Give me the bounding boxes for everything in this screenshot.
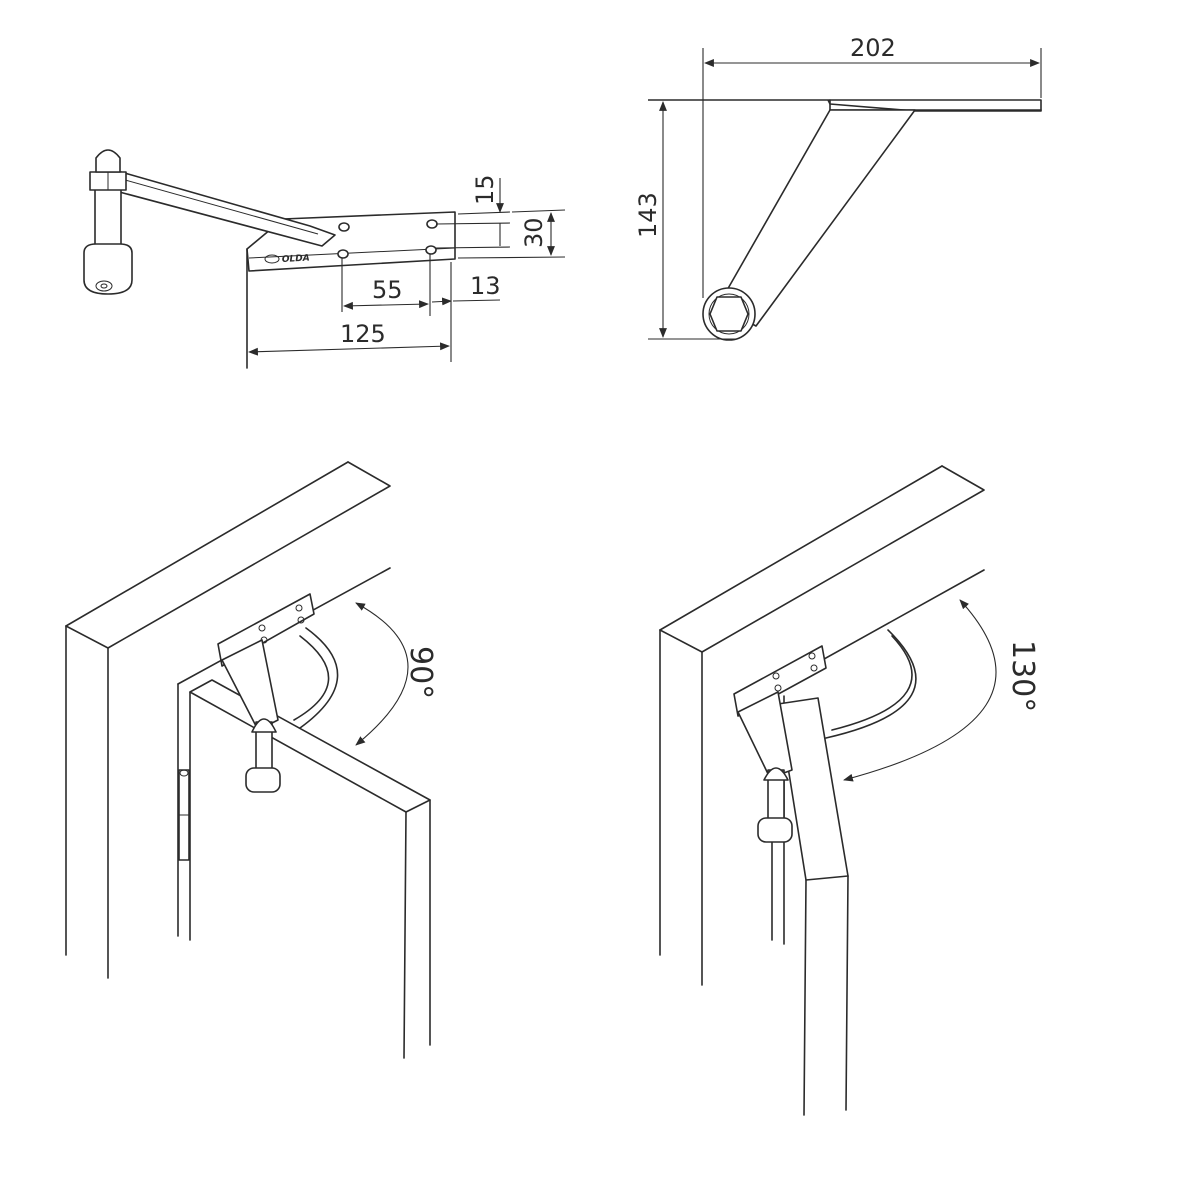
dim-edge-offset: 13 [470, 272, 501, 300]
angle-arc-130 [843, 599, 997, 782]
side-arm [717, 109, 916, 327]
dim-hole-top-offset: 15 [471, 174, 499, 205]
door-130-view: 130° [659, 465, 1040, 1116]
dim-bracket-width: 125 [340, 320, 386, 348]
frame-plate-130 [733, 645, 827, 717]
mounting-hole [425, 245, 437, 255]
buffer-90 [245, 767, 281, 793]
buffer-130 [757, 817, 793, 843]
dim-arm-length: 202 [850, 34, 896, 62]
dim-arm-drop: 143 [634, 192, 662, 238]
angle-arc-90 [355, 602, 409, 746]
door-90-view: 90° [65, 461, 438, 1059]
side-dimensions: 202 143 [634, 34, 1042, 338]
arm-130 [737, 691, 793, 779]
open-door-leaf [777, 697, 849, 881]
frame-plate [217, 593, 315, 667]
mounting-hole [337, 249, 349, 259]
stop-bolt [94, 185, 122, 247]
plate-dimensions: 125 55 13 15 30 [248, 174, 566, 362]
angle-label-130: 130° [1005, 640, 1040, 712]
mounting-hole [426, 219, 438, 229]
dim-bracket-height: 30 [520, 217, 548, 248]
door-leaf-top [189, 679, 431, 813]
angle-label-90: 90° [403, 646, 438, 699]
swing-arc-90 [293, 635, 330, 721]
stop-arm [107, 171, 336, 247]
brand-logo: OLDA [282, 254, 310, 265]
stop-perspective-view: OLDA [83, 149, 456, 369]
stop-side-view [648, 99, 1042, 341]
stop-cap [95, 149, 121, 173]
dim-hole-spacing: 55 [372, 276, 403, 304]
mounting-hole [338, 222, 350, 232]
arm-90 [221, 639, 279, 731]
side-hex-nut [709, 296, 749, 332]
rubber-buffer [83, 243, 133, 295]
swing-arc-130 [831, 635, 913, 731]
